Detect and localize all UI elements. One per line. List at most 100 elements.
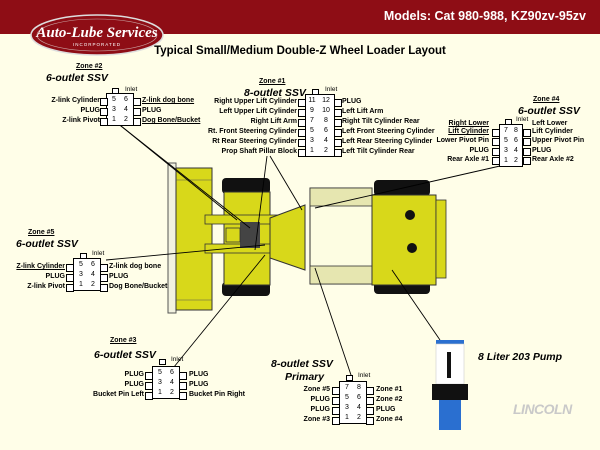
- outlet-label: Lower Pivot Pin: [436, 137, 489, 144]
- outlet-port: [100, 274, 108, 282]
- outlet-label: Zone #2: [376, 396, 403, 403]
- outlet-label: Left Tilt Cylinder Rear: [342, 148, 415, 155]
- outlet-label: Z-link dog bone: [109, 263, 162, 270]
- port-number: 8: [324, 117, 328, 124]
- zone5-inlet: Inlet: [92, 250, 105, 257]
- outlet-port: [133, 118, 141, 126]
- outlet-port: [159, 359, 166, 365]
- outlet-port: [332, 417, 340, 425]
- outlet-label: PLUG: [189, 381, 209, 388]
- port-number: 7: [310, 117, 314, 124]
- zone5-title: 6-outlet SSV: [16, 238, 78, 250]
- port-number: 1: [310, 147, 314, 154]
- outlet-port: [334, 149, 342, 157]
- outlet-label: PLUG: [109, 273, 129, 280]
- outlet-port: [145, 372, 153, 380]
- outlet-port: [523, 129, 531, 137]
- outlet-label: Zone #3: [303, 416, 330, 423]
- outlet-label: Prop Shaft Pillar Block: [221, 148, 297, 155]
- zone2-inlet: Inlet: [125, 86, 138, 93]
- outlet-port: [100, 118, 108, 126]
- zone3-label: Zone #3: [110, 337, 137, 344]
- port-number: 1: [112, 116, 116, 123]
- outlet-label: Dog Bone/Bucket: [109, 283, 168, 290]
- outlet-label: Z-link Pivot: [27, 283, 65, 290]
- port-number: 4: [514, 147, 518, 154]
- pump-graphic: [432, 340, 468, 430]
- port-number: 2: [124, 116, 128, 123]
- zone4-inlet: Inlet: [516, 116, 529, 123]
- outlet-label: Left Lower: [532, 120, 568, 127]
- port-number: 7: [345, 384, 349, 391]
- port-number: 1: [79, 281, 83, 288]
- outlet-port: [332, 387, 340, 395]
- port-number: 4: [124, 106, 128, 113]
- port-number: 2: [514, 157, 518, 164]
- outlet-port: [523, 138, 531, 146]
- outlet-label: Rear Axle #2: [532, 156, 574, 163]
- primary-subtitle: Primary: [285, 371, 325, 383]
- zone1-inlet: Inlet: [325, 86, 338, 93]
- outlet-label: Right Lift Arm: [250, 118, 297, 125]
- outlet-label: PLUG: [189, 371, 209, 378]
- port-number: 5: [158, 369, 162, 376]
- zone2-title: 6-outlet SSV: [46, 72, 108, 84]
- outlet-port: [100, 264, 108, 272]
- port-number: 4: [91, 271, 95, 278]
- primary-inlet: Inlet: [358, 372, 371, 379]
- outlet-label: PLUG: [310, 406, 330, 413]
- bucket-edge: [167, 162, 177, 314]
- outlet-port: [334, 129, 342, 137]
- port-number: 3: [79, 271, 83, 278]
- outlet-label: Zone #4: [376, 416, 403, 423]
- front-wheel-top: [222, 178, 270, 194]
- port-number: 2: [91, 281, 95, 288]
- zone3-title: 6-outlet SSV: [94, 349, 156, 361]
- outlet-port: [492, 129, 500, 137]
- port-number: 9: [310, 107, 314, 114]
- outlet-label: Z-link Cylinder: [16, 263, 65, 270]
- outlet-label: Right Lower: [448, 120, 489, 127]
- outlet-port: [332, 397, 340, 405]
- outlet-port: [366, 417, 374, 425]
- outlet-label: Right Upper Lift Cylinder: [214, 98, 297, 105]
- port-number: 11: [308, 97, 316, 104]
- outlet-port: [66, 274, 74, 282]
- port-number: 6: [357, 394, 361, 401]
- outlet-port: [133, 108, 141, 116]
- outlet-label: Zone #1: [376, 386, 403, 393]
- zone4-title: 6-outlet SSV: [518, 105, 580, 117]
- outlet-port: [298, 99, 306, 107]
- outlet-label: PLUG: [124, 371, 144, 378]
- auto-lube-logo: Auto-Lube Services INCORPORATED: [30, 14, 164, 56]
- port-number: 8: [357, 384, 361, 391]
- outlet-label: Left Front Steering Cylinder: [342, 128, 435, 135]
- outlet-label: PLUG: [45, 273, 65, 280]
- port-number: 1: [158, 389, 162, 396]
- port-number: 6: [324, 127, 328, 134]
- outlet-label: Z-link dog bone: [142, 97, 195, 104]
- outlet-port: [179, 382, 187, 390]
- zone2-label: Zone #2: [76, 63, 103, 70]
- axle-block: [240, 222, 260, 248]
- port-number: 3: [112, 106, 116, 113]
- outlet-port: [366, 387, 374, 395]
- outlet-port: [179, 372, 187, 380]
- outlet-label: PLUG: [310, 396, 330, 403]
- zone1-title: 8-outlet SSV: [244, 87, 306, 99]
- port-number: 2: [170, 389, 174, 396]
- outlet-label: Bucket Pin Right: [189, 391, 246, 398]
- port-number: 3: [504, 147, 508, 154]
- port-number: 5: [79, 261, 83, 268]
- outlet-port: [298, 139, 306, 147]
- port-number: 6: [124, 96, 128, 103]
- outlet-label: Bucket Pin Left: [93, 391, 144, 398]
- port-number: 7: [504, 127, 508, 134]
- outlet-label: Left Upper Lift Cylinder: [219, 108, 297, 115]
- outlet-port: [298, 109, 306, 117]
- outlet-label: Lift Cylinder: [448, 128, 489, 135]
